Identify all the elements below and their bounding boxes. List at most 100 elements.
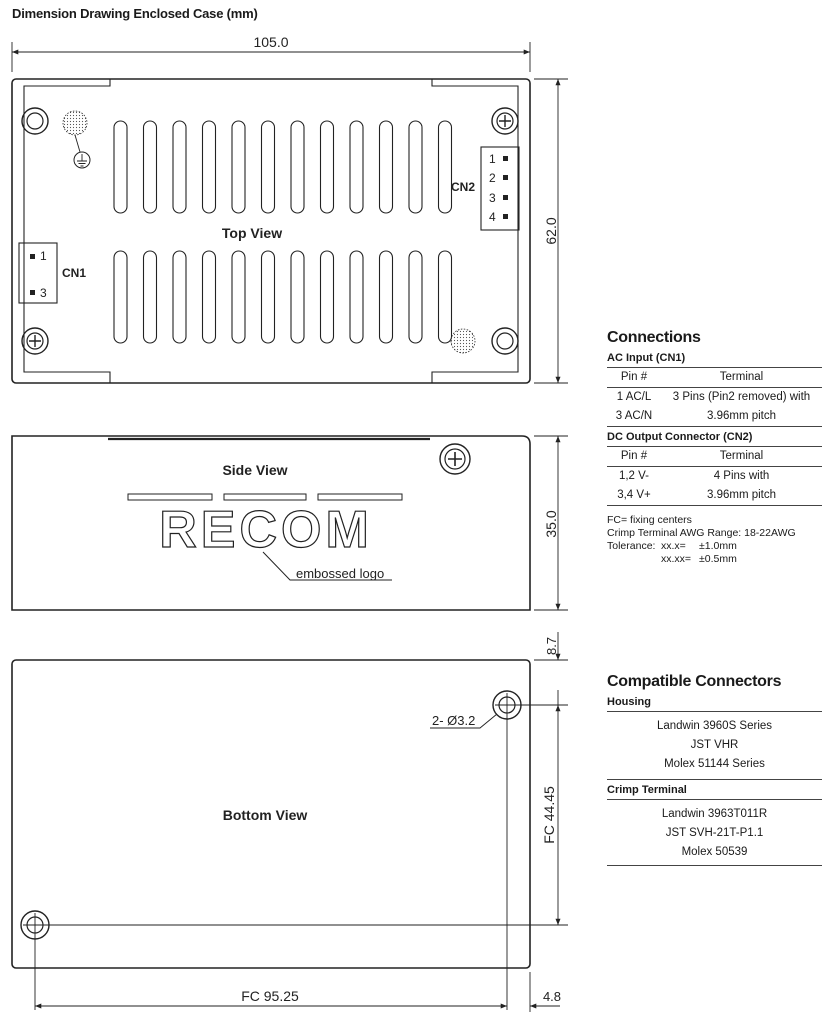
compatible-connectors-panel: Compatible Connectors Housing Landwin 39…	[607, 672, 822, 866]
case-outline-bottom	[11, 659, 531, 969]
housing-title: Housing	[607, 692, 822, 712]
cn1-pin-1: 1	[40, 249, 47, 263]
height-dimension: 62.0	[543, 217, 559, 244]
cn2-pin-1: 1	[489, 152, 496, 166]
dc-pin-cell: 3,4 V+	[607, 486, 661, 506]
fc-vertical-dimension: FC 44.45	[541, 786, 557, 844]
dc-header-terminal: Terminal	[661, 447, 822, 467]
vent-slot	[142, 120, 158, 214]
vent-slot	[113, 250, 128, 344]
top-view: 105.0 62.0	[11, 34, 568, 384]
side-view: Side View RECOM embossed logo 35.0	[11, 435, 568, 611]
vent-slot	[172, 120, 187, 214]
tolerance-label: Tolerance:	[607, 540, 656, 552]
housing-list: Landwin 3960S Series JST VHR Molex 51144…	[607, 712, 822, 777]
vent-slot	[290, 250, 305, 344]
fixing-screw-dotted-top	[62, 110, 88, 136]
note-fc: FC= fixing centers	[607, 514, 692, 526]
compatible-title: Compatible Connectors	[607, 673, 782, 690]
vent-slot	[319, 120, 335, 214]
dc-output-table: Pin # Terminal 1,2 V- 4 Pins with 3,4 V+…	[607, 447, 822, 506]
cn1-connector	[18, 242, 58, 304]
ac-pin-cell: 3 AC/N	[607, 407, 661, 427]
vent-slot	[378, 120, 394, 214]
case-outline-top	[11, 78, 531, 384]
ac-pin-cell: 1 AC/L	[616, 391, 652, 403]
bottom-view-label: Bottom View	[223, 807, 308, 823]
connections-title: Connections	[607, 329, 701, 346]
vent-slots	[113, 120, 453, 344]
table-row: 1 AC/L 3 Pins (Pin2 removed) with	[607, 388, 822, 408]
list-item: Molex 50539	[681, 846, 748, 858]
vent-slot	[201, 250, 217, 344]
ac-header-terminal: Terminal	[661, 368, 822, 388]
dc-terminal-cell: 4 Pins with	[713, 470, 770, 482]
edge-offset-top: 8.7	[544, 637, 559, 655]
dc-pin-cell: 1,2 V-	[618, 470, 650, 482]
bottom-view: 2- Ø3.2 Bottom View 8.7 FC 44.45 FC 95.2…	[11, 632, 568, 1012]
vent-slot	[260, 120, 276, 214]
tolerance-2-key: xx.xx=	[661, 553, 692, 565]
vent-slot	[349, 250, 364, 344]
vent-slot	[437, 120, 453, 214]
vent-slot	[113, 120, 128, 214]
cn1-label: CN1	[62, 266, 86, 280]
side-screw	[439, 443, 471, 475]
list-item: Landwin 3963T011R	[661, 808, 768, 820]
list-item: JST VHR	[690, 739, 739, 751]
ac-header-pin: Pin #	[607, 368, 661, 388]
table-row: 1,2 V- 4 Pins with	[607, 467, 822, 487]
note-tolerance: Tolerance:xx.x=±1.0mm	[607, 540, 822, 553]
side-view-label: Side View	[222, 462, 287, 478]
fc-horizontal-dimension: FC 95.25	[241, 988, 299, 1004]
list-item: Molex 51144 Series	[664, 758, 765, 770]
depth-dimension: 35.0	[543, 510, 559, 537]
note-tolerance-2: xx.xx= ±0.5mm	[607, 553, 822, 566]
cn2-label: CN2	[451, 180, 475, 194]
edge-offset-right: 4.8	[543, 989, 561, 1004]
table-row: 3 AC/N 3.96mm pitch	[607, 407, 822, 427]
list-item: JST SVH-21T-P1.1	[665, 827, 764, 839]
tolerance-2-value: ±0.5mm	[699, 553, 737, 565]
cn2-connector	[480, 146, 520, 231]
width-dimension: 105.0	[253, 34, 288, 50]
ac-input-table: Pin # Terminal 1 AC/L 3 Pins (Pin2 remov…	[607, 368, 822, 427]
screw-top-right	[491, 107, 519, 135]
ground-icon	[73, 134, 91, 169]
table-row: 3,4 V+ 3.96mm pitch	[607, 486, 822, 506]
connection-notes: FC= fixing centers Crimp Terminal AWG Ra…	[607, 514, 822, 566]
cn2-pin-3: 3	[489, 191, 496, 205]
vent-slot	[231, 120, 246, 214]
dc-terminal-cell: 3.96mm pitch	[661, 486, 822, 506]
vent-slot	[349, 120, 364, 214]
logo-note: embossed logo	[296, 566, 384, 581]
logo-lettering: RECOM	[159, 501, 373, 559]
ac-terminal-cell: 3.96mm pitch	[661, 407, 822, 427]
crimp-title: Crimp Terminal	[607, 779, 822, 800]
vent-slot	[201, 120, 217, 214]
note-awg: Crimp Terminal AWG Range: 18-22AWG	[607, 527, 796, 539]
tolerance-1-value: ±1.0mm	[699, 540, 737, 552]
vent-slot	[231, 250, 246, 344]
recom-logo: RECOM	[127, 493, 403, 560]
cn1-pin-3: 3	[40, 286, 47, 300]
ac-terminal-cell: 3 Pins (Pin2 removed) with	[672, 391, 811, 403]
list-item: Landwin 3960S Series	[656, 720, 773, 732]
screw-bottom-left	[21, 327, 49, 355]
fixing-screw-dotted-bottom	[450, 328, 476, 354]
crimp-list: Landwin 3963T011R JST SVH-21T-P1.1 Molex…	[607, 800, 822, 866]
vent-slot	[260, 250, 276, 344]
page-title: Dimension Drawing Enclosed Case (mm)	[12, 6, 258, 21]
top-view-label: Top View	[222, 225, 282, 241]
vent-slot	[408, 250, 423, 344]
vent-slot	[378, 250, 394, 344]
vent-slot	[172, 250, 187, 344]
vent-slot	[437, 250, 453, 344]
dc-output-title: DC Output Connector (CN2)	[607, 427, 822, 447]
cn2-pin-2: 2	[489, 171, 496, 185]
vent-slot	[408, 120, 423, 214]
ac-input-title: AC Input (CN1)	[607, 348, 822, 368]
cn2-pin-4: 4	[489, 210, 496, 224]
hole-note: 2- Ø3.2	[432, 713, 475, 728]
